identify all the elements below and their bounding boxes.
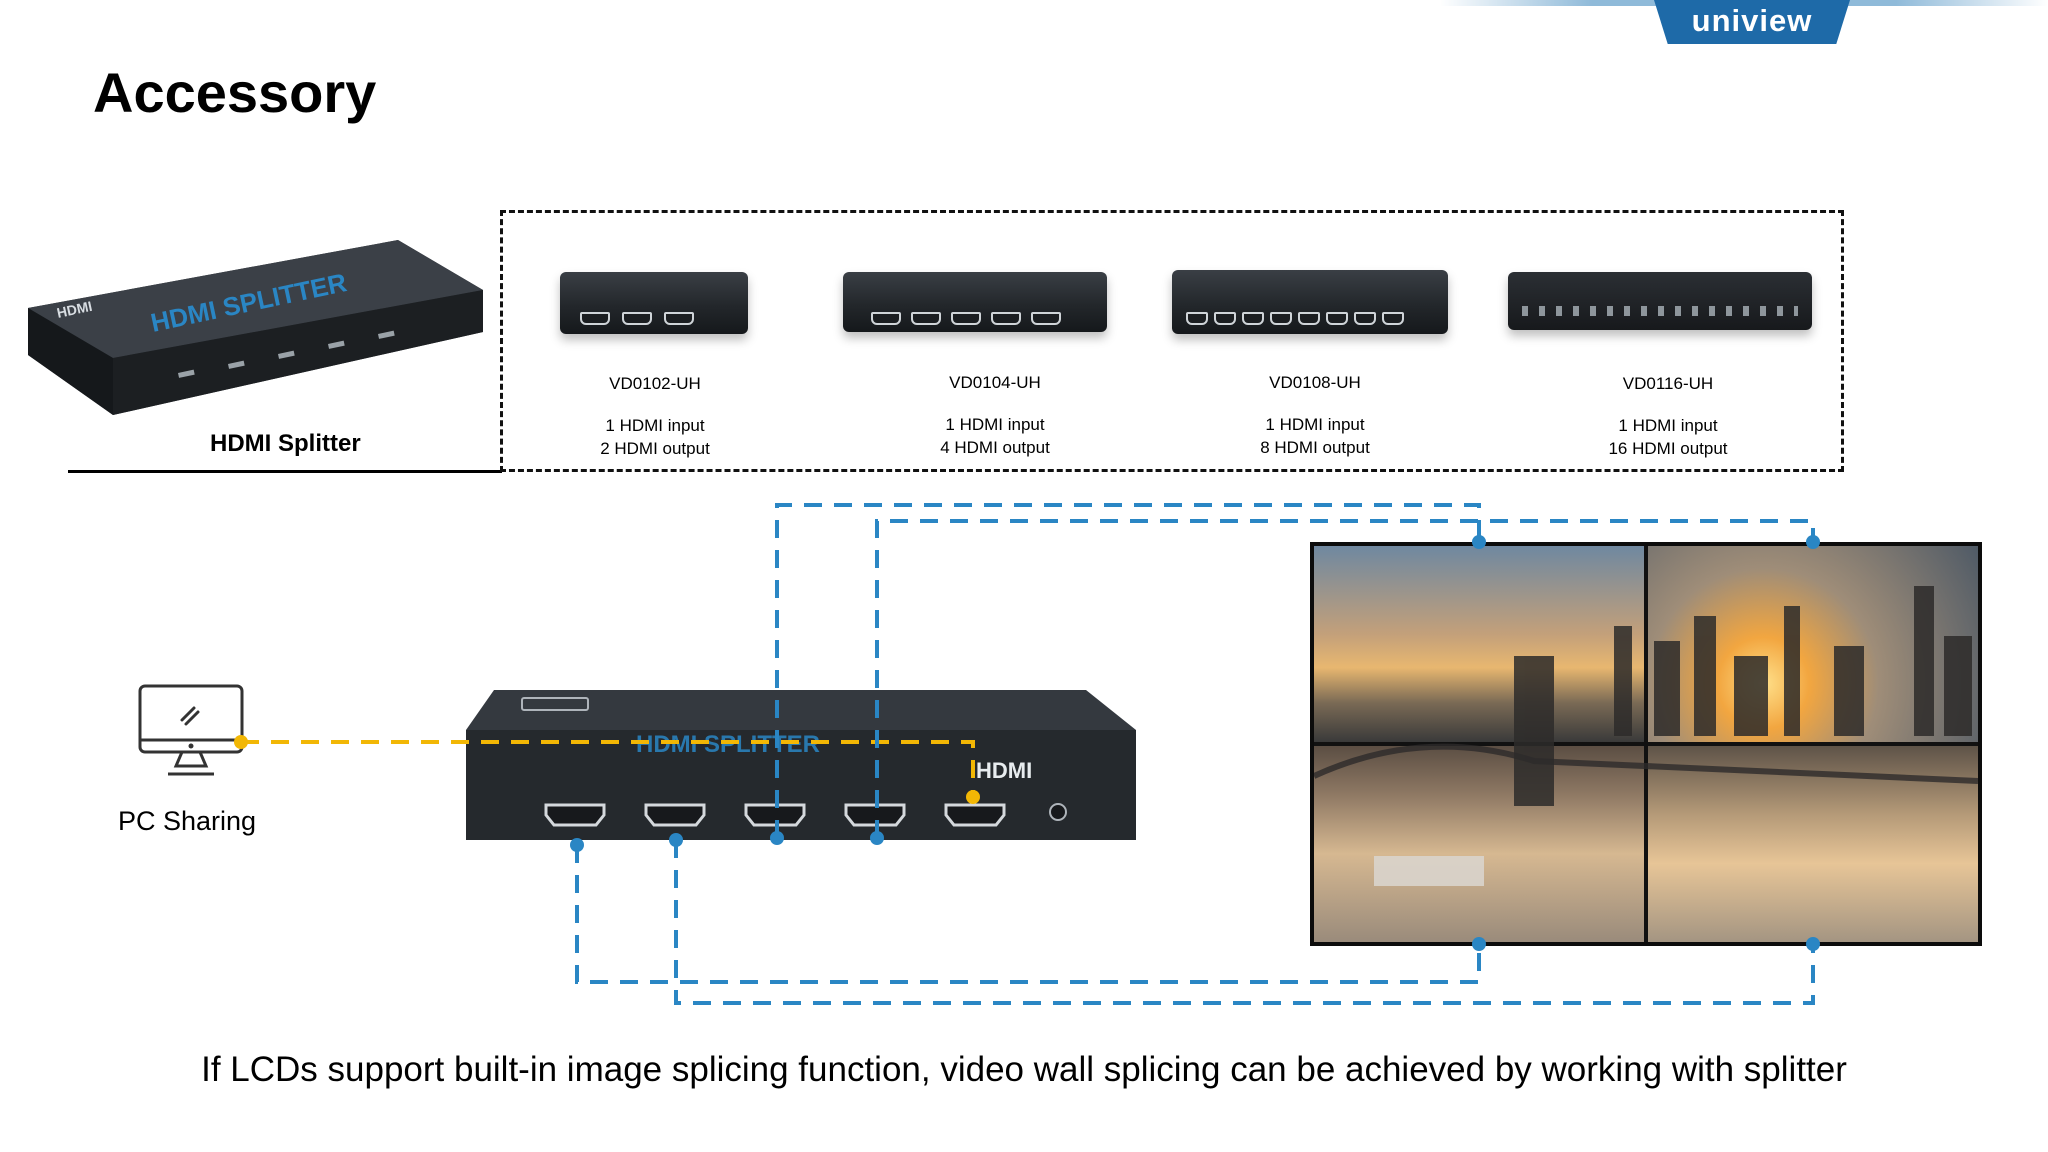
pc-sharing-label: PC Sharing [118, 806, 257, 836]
model-card-vd0104-uh: VD0104-UH 1 HDMI input 4 HDMI output [880, 371, 1110, 459]
video-wall-2x2 [1310, 542, 1982, 946]
connector-dot [1472, 937, 1486, 951]
monitor-icon [138, 684, 244, 778]
svg-text:HDMI: HDMI [55, 298, 93, 321]
connector-dot [1806, 535, 1820, 549]
model-name: VD0104-UH [949, 373, 1041, 392]
hdmi-splitter-1x4-image: HDMI SPLITTER HDMI [466, 690, 1136, 850]
video-wall-panel-top-left [1314, 546, 1644, 742]
model-output: 16 HDMI output [1608, 439, 1728, 458]
hdmi-splitter-product-image: HDMI SPLITTER HDMI [28, 240, 483, 415]
svg-text:HDMI: HDMI [976, 758, 1032, 783]
model-output: 8 HDMI output [1260, 438, 1370, 457]
model-card-vd0116-uh: VD0116-UH 1 HDMI input 16 HDMI output [1553, 372, 1783, 460]
model-card-vd0108-uh: VD0108-UH 1 HDMI input 8 HDMI output [1200, 371, 1430, 459]
svg-text:HDMI SPLITTER: HDMI SPLITTER [636, 731, 820, 758]
model-name: VD0102-UH [609, 374, 701, 393]
vd0104-uh-image [843, 272, 1107, 332]
model-input: 1 HDMI input [1618, 416, 1718, 435]
hdmi-in-connector-dot [966, 790, 980, 804]
model-name: VD0116-UH [1622, 374, 1714, 393]
connector-dot [870, 831, 884, 845]
hdmi-splitter-caption: HDMI Splitter [210, 430, 361, 457]
video-wall-panel-bottom-left [1314, 746, 1644, 942]
output-cable-2 [875, 519, 1815, 838]
model-output: 2 HDMI output [600, 439, 710, 458]
vd0108-uh-image [1172, 270, 1448, 334]
connector-dot [770, 831, 784, 845]
output-cable-4 [674, 840, 1815, 1005]
page-title: Accessory [93, 61, 377, 124]
connector-dot [570, 838, 584, 852]
model-card-vd0102-uh: VD0102-UH 1 HDMI input 2 HDMI output [540, 372, 770, 460]
connector-dot [1472, 535, 1486, 549]
vd0116-uh-image [1508, 272, 1812, 330]
output-cable-1 [775, 503, 1481, 838]
connector-dot [1806, 937, 1820, 951]
model-input: 1 HDMI input [945, 415, 1045, 434]
model-input: 1 HDMI input [605, 416, 705, 435]
model-group-box [500, 210, 1844, 472]
uniview-logo: uniview [1654, 0, 1850, 44]
bridge-skyline-graphic [1314, 586, 1978, 886]
connector-dot [669, 833, 683, 847]
caption-underline [68, 470, 502, 473]
vd0102-uh-image [560, 272, 748, 334]
output-cable-3 [575, 845, 1481, 984]
model-name: VD0108-UH [1269, 373, 1361, 392]
pc-connector-dot [234, 735, 248, 749]
slide-caption: If LCDs support built-in image splicing … [201, 1050, 1847, 1089]
model-input: 1 HDMI input [1265, 415, 1365, 434]
model-output: 4 HDMI output [940, 438, 1050, 457]
pc-to-splitter-cable [241, 740, 975, 795]
